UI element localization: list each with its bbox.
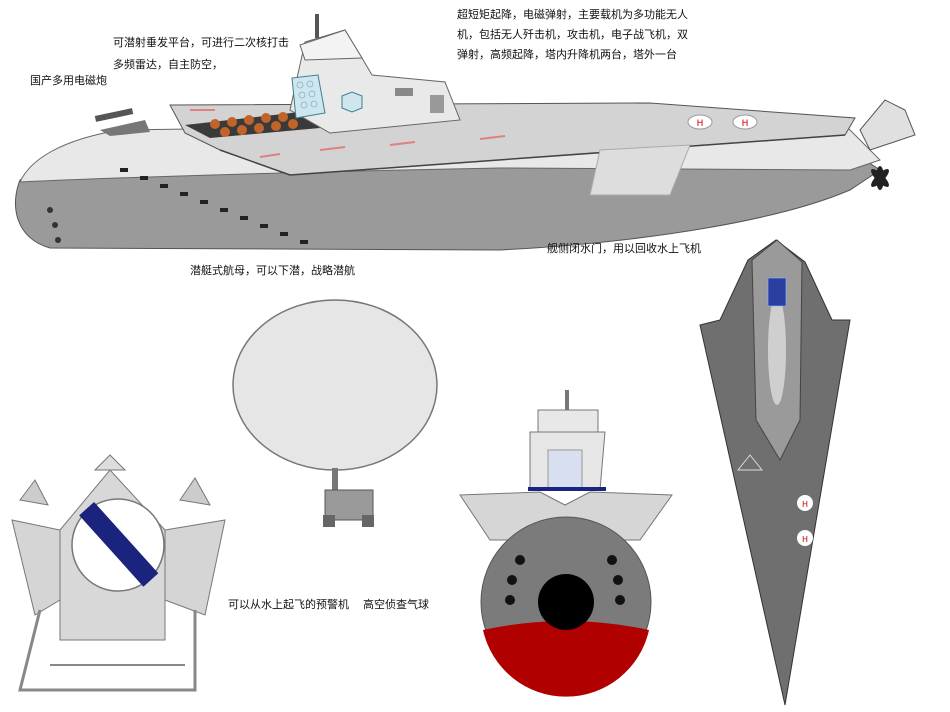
top-helipad-mark-2: H <box>802 535 808 544</box>
label-radar: 多频雷达，自主防空， <box>113 58 223 71</box>
recon-balloon <box>232 299 438 527</box>
propeller-icon <box>871 166 889 190</box>
helipad-mark-2: H <box>742 119 749 129</box>
portholes <box>47 207 61 243</box>
label-side-door: 舰侧闭水门，用以回收水上飞机 <box>547 242 701 255</box>
label-stol-2: 机，包括无人歼击机，攻击机，电子战飞机，双 <box>457 28 688 41</box>
railgun-turret <box>94 108 150 136</box>
submarine-carrier-side-view: H H <box>14 14 916 251</box>
radar-panel-left <box>291 74 326 119</box>
label-submarine-carrier: 潜艇式航母，可以下潜，战略潜航 <box>190 264 355 277</box>
label-stol-3: 弹射，高频起降，塔内升降机两台，塔外一台 <box>457 48 677 61</box>
helipad-marks: H H <box>687 114 758 130</box>
label-stol-1: 超短矩起降，电磁弹射，主要载机为多功能无人 <box>457 8 688 21</box>
label-aew: 可以从水上起飞的预警机 <box>228 598 349 611</box>
radar-panel-hex <box>341 91 363 113</box>
helipad-mark-1: H <box>697 119 704 129</box>
deck-markings <box>190 109 506 158</box>
top-helipad-mark-1: H <box>802 500 808 509</box>
side-water-door <box>589 144 691 196</box>
label-balloon: 高空侦查气球 <box>363 598 429 611</box>
hull-step-marks <box>120 168 308 244</box>
front-view <box>459 390 673 697</box>
top-view: H H <box>699 239 851 706</box>
label-railgun: 国产多用电磁炮 <box>30 74 107 87</box>
label-vls: 可潜射垂发平台，可进行二次核打击 <box>113 36 289 49</box>
aew-seaplane <box>11 454 226 692</box>
island-tower <box>289 14 461 134</box>
vls-launcher-block <box>185 112 320 138</box>
stern-fin <box>859 99 916 151</box>
